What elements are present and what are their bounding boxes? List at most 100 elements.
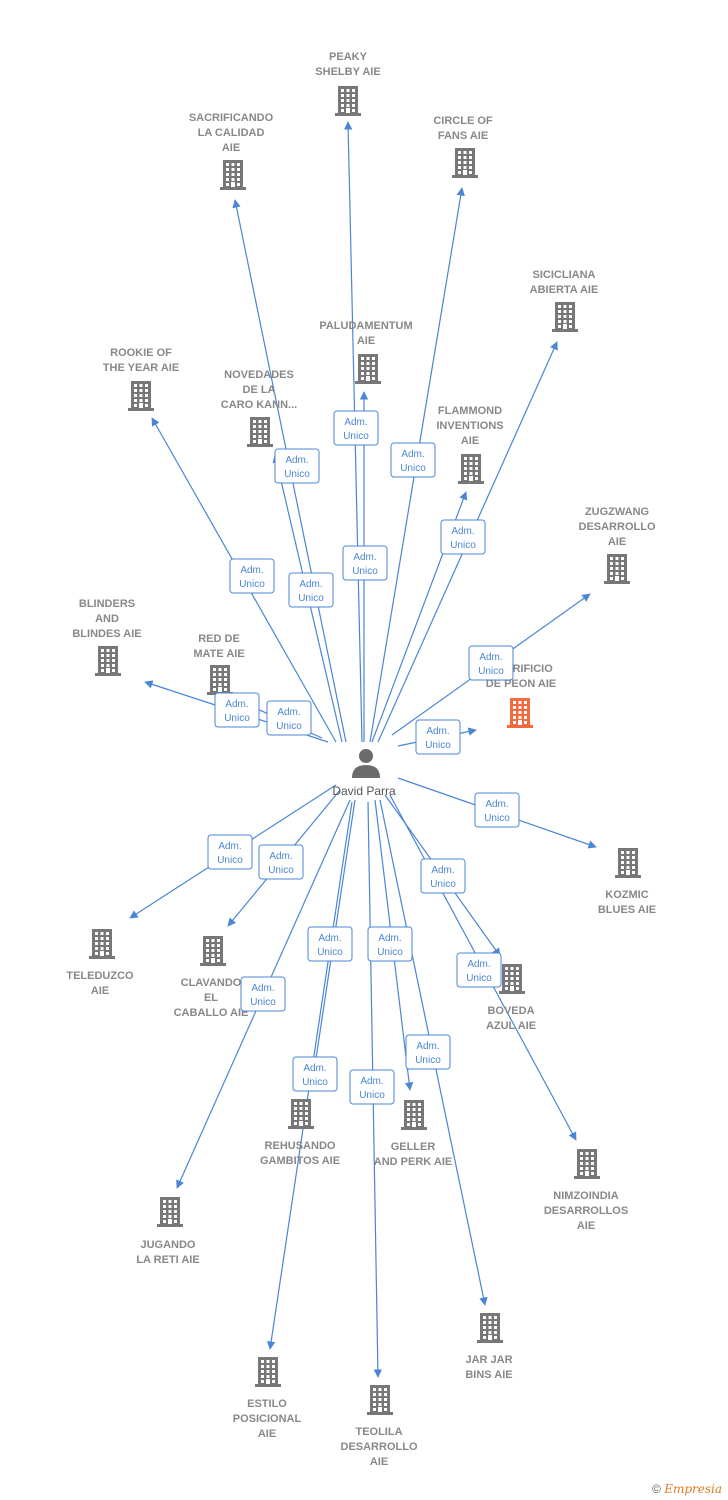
edge-role-line1: Adm.	[240, 565, 263, 576]
edge-role-line2: Unico	[377, 947, 403, 958]
company-label-line: AIE	[91, 985, 109, 997]
edge-role-label[interactable]: Adm. Unico	[307, 926, 353, 962]
edge-role-label[interactable]: Adm. Unico	[207, 834, 253, 870]
building-icon	[499, 964, 525, 994]
edge-role-label[interactable]: Adm.Unico	[456, 952, 502, 988]
company-node-rehusando[interactable]: REHUSANDO GAMBITOS AIE	[260, 1099, 340, 1167]
company-label-line: FANS AIE	[438, 130, 488, 142]
edge-role-label[interactable]: Adm.Unico	[440, 519, 486, 555]
company-label-line: SACRIFICANDO	[189, 112, 274, 124]
edge-role-label[interactable]: Adm.Unico	[214, 692, 260, 728]
building-icon	[335, 86, 361, 116]
edge-role-line2: Unico	[317, 947, 343, 958]
company-label-line: GAMBITOS AIE	[260, 1155, 340, 1167]
center-name: David Parra	[332, 784, 396, 798]
edge-role-line2: Unico	[276, 721, 302, 732]
center-node[interactable]: David Parra	[332, 749, 396, 798]
edge-role-label[interactable]: Adm.Unico	[405, 1034, 451, 1070]
company-label-line: REHUSANDO	[265, 1140, 336, 1152]
edge-role-line1: Adm.	[318, 933, 341, 944]
building-icon	[157, 1197, 183, 1227]
building-icon	[574, 1149, 600, 1179]
edge-role-label[interactable]: Adm.Unico	[415, 719, 461, 755]
company-label-line: CABALLO AIE	[174, 1007, 249, 1019]
edge-role-line2: Unico	[343, 431, 369, 442]
company-label-line: MATE AIE	[193, 648, 244, 660]
edge-role-line2: Unico	[466, 973, 492, 984]
company-node-jugando[interactable]: JUGANDO LA RETI AIE	[136, 1197, 200, 1266]
company-label-line: BLINDERS	[79, 598, 135, 610]
edge-role-label[interactable]: Adm.Unico	[420, 858, 466, 894]
company-label-line: AIE	[461, 435, 479, 447]
building-icon	[401, 1100, 427, 1130]
company-label-line: BOVEDA	[487, 1005, 534, 1017]
edge-role-label[interactable]: Adm.Unico	[349, 1069, 395, 1105]
edge-role-line1: Adm.	[485, 799, 508, 810]
edge-role-label[interactable]: Adm.Unico	[390, 442, 436, 478]
company-label-line: LA RETI AIE	[136, 1254, 199, 1266]
company-label-line: BINS AIE	[465, 1369, 512, 1381]
edge-role-label[interactable]: Adm.Unico	[367, 926, 413, 962]
company-label-line: NIMZOINDIA	[553, 1190, 618, 1202]
edge-role-label[interactable]: Adm.Unico	[274, 448, 320, 484]
edge-role-line2: Unico	[415, 1055, 441, 1066]
company-label-line: AIE	[608, 536, 626, 548]
edge-role-line2: Unico	[250, 997, 276, 1008]
edge-role-line1: Adm.	[451, 526, 474, 537]
edge-role-label[interactable]: Adm.Unico	[288, 572, 334, 608]
company-label-line: TEOLILA	[355, 1426, 402, 1438]
edge-role-line2: Unico	[302, 1077, 328, 1088]
company-label-line: KOZMIC	[605, 889, 648, 901]
edge-role-label[interactable]: Adm.Unico	[468, 645, 514, 681]
edge-role-label[interactable]: Adm. Unico	[229, 558, 275, 594]
edge-role-label[interactable]: Adm.Unico	[258, 844, 304, 880]
edge-role-line1: Adm.	[360, 1076, 383, 1087]
edge-role-label[interactable]: Adm.Unico	[240, 976, 286, 1012]
edge-role-label[interactable]: Adm.Unico	[292, 1056, 338, 1092]
company-label-line: BLUES AIE	[598, 904, 656, 916]
company-node-kozmic[interactable]: KOZMIC BLUES AIE	[598, 848, 656, 916]
company-label-line: AIE	[258, 1428, 276, 1440]
building-icon	[207, 665, 233, 695]
person-icon	[352, 749, 380, 778]
company-label-line: CLAVANDO	[181, 977, 242, 989]
edge-role-label[interactable]: Adm.Unico	[342, 545, 388, 581]
building-icon	[247, 417, 273, 447]
edge-role-line2: Unico	[217, 855, 243, 866]
company-label-line: POSICIONAL	[233, 1413, 302, 1425]
edge-role-line2: Unico	[224, 713, 250, 724]
edge-role-line2: Unico	[352, 566, 378, 577]
edge-role-line2: Unico	[400, 463, 426, 474]
edge-role-line2: Unico	[239, 579, 265, 590]
company-label-line: AIE	[222, 142, 240, 154]
building-icon	[255, 1357, 281, 1387]
company-label-line: JUGANDO	[140, 1239, 195, 1251]
company-label-line: NOVEDADES	[224, 369, 294, 381]
company-label-line: AZUL AIE	[486, 1020, 536, 1032]
edge-role-label[interactable]: Adm.Unico	[474, 792, 520, 828]
company-label-line: RED DE	[198, 633, 240, 645]
edge-role-label[interactable]: Adm.Unico	[266, 700, 312, 736]
edge-role-line1: Adm.	[218, 841, 241, 852]
edge-role-line2: Unico	[268, 865, 294, 876]
edge-role-label[interactable]: Adm.Unico	[333, 410, 379, 446]
company-node-boveda[interactable]: BOVEDA AZUL AIE	[486, 964, 536, 1032]
company-node-redmate[interactable]: RED DE MATE AIE	[193, 633, 245, 695]
